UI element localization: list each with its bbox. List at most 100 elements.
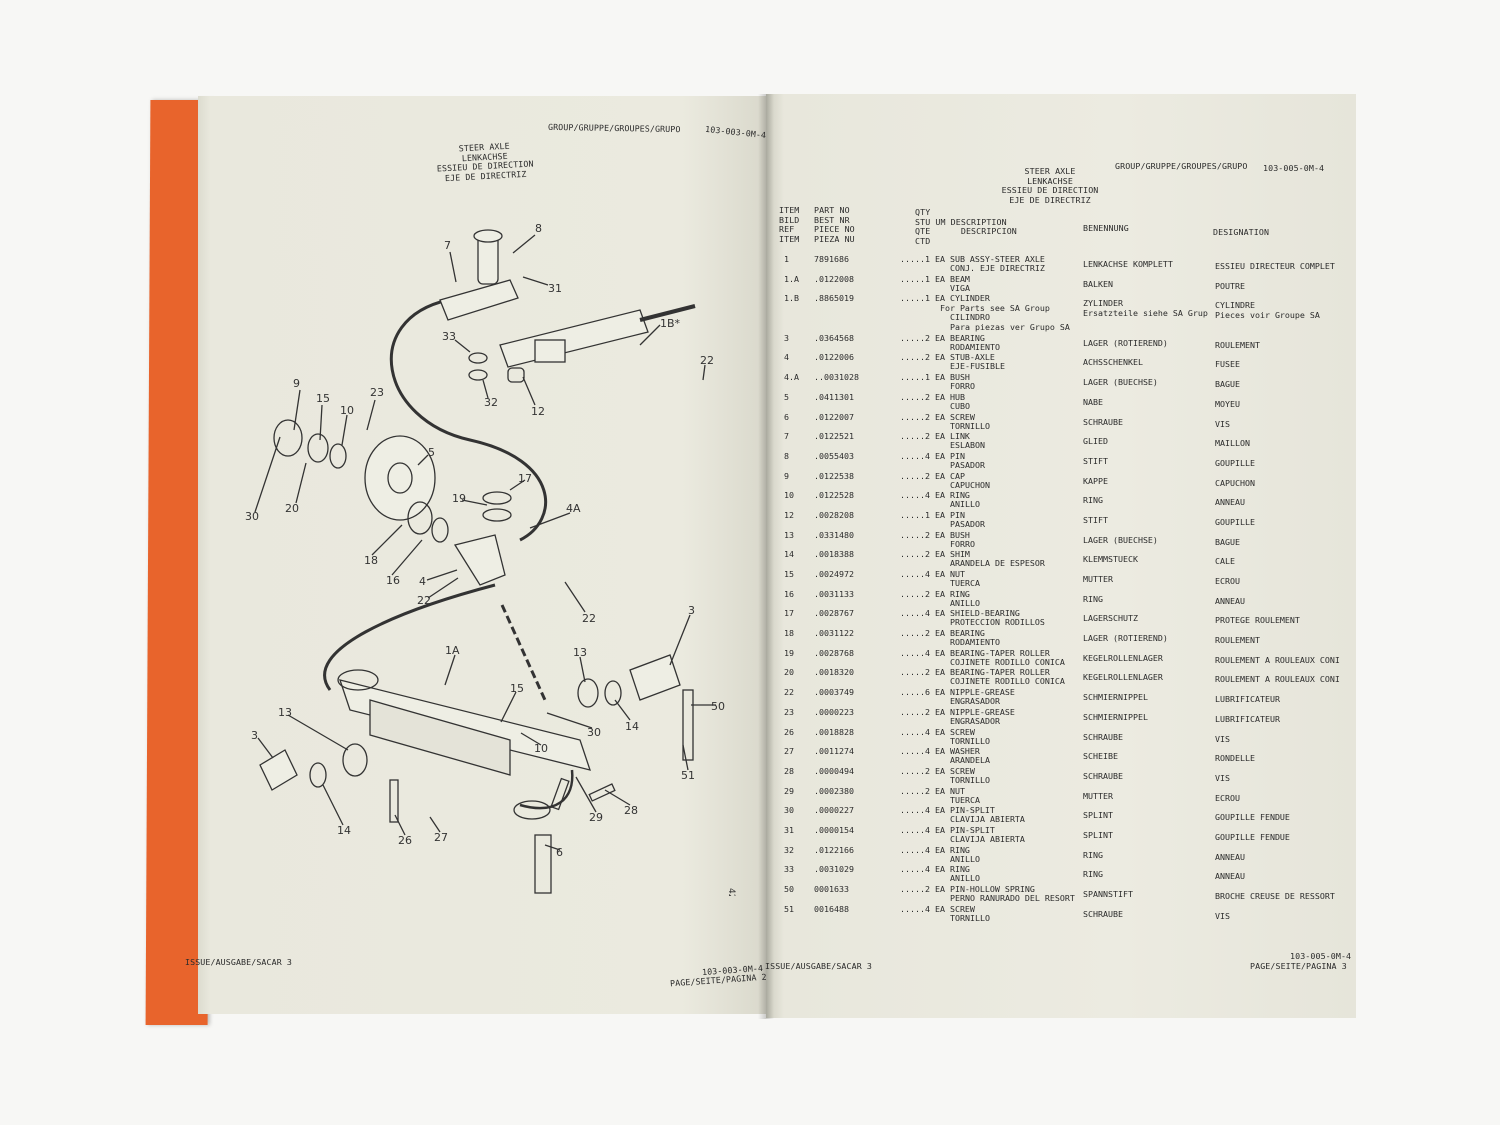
item-number: 50 bbox=[784, 884, 794, 895]
description: .....1 EA BEAM bbox=[900, 273, 970, 284]
item-number: 9 bbox=[784, 470, 789, 481]
german-description: SCHMIERNIPPEL bbox=[1083, 711, 1148, 722]
german-description: GLIED bbox=[1083, 436, 1108, 447]
french-description: ROULEMENT bbox=[1215, 339, 1260, 350]
french-description: CAPUCHON bbox=[1215, 477, 1255, 488]
description: .....4 EA PIN-SPLIT bbox=[900, 805, 995, 816]
spanish-description: CLAVIJA ABIERTA bbox=[950, 814, 1025, 825]
part-number: .0331480 bbox=[814, 529, 854, 540]
french-description: POUTRE bbox=[1215, 280, 1245, 291]
part-number: .0000223 bbox=[814, 706, 854, 717]
french-description: ROULEMENT A ROULEAUX CONI bbox=[1215, 674, 1340, 685]
callout: 13 bbox=[573, 646, 587, 659]
part-number: .0411301 bbox=[814, 391, 854, 402]
spanish-description: VIGA bbox=[950, 282, 970, 293]
french-description: CALE bbox=[1215, 556, 1235, 567]
german-description: STIFT bbox=[1083, 514, 1108, 525]
french-description: GOUPILLE FENDUE bbox=[1215, 812, 1290, 823]
french-description: FUSEE bbox=[1215, 359, 1240, 370]
callout: 1B* bbox=[660, 317, 681, 330]
french-description: VIS bbox=[1215, 772, 1230, 783]
spanish-description: TUERCA bbox=[950, 794, 980, 805]
german-description: MUTTER bbox=[1083, 790, 1113, 801]
item-number: 8 bbox=[784, 450, 789, 461]
item-number: 32 bbox=[784, 844, 794, 855]
german-description: LAGER (BUECHSE) bbox=[1083, 377, 1158, 388]
description: .....2 EA RING bbox=[900, 588, 970, 599]
assembly-path-line bbox=[390, 298, 548, 542]
french-description: GOUPILLE bbox=[1215, 516, 1255, 527]
part-number: .0024972 bbox=[814, 569, 854, 580]
german-description: RING bbox=[1083, 495, 1103, 506]
spanish-description: ANILLO bbox=[950, 853, 980, 864]
french-description: ROULEMENT A ROULEAUX CONI bbox=[1215, 654, 1340, 665]
description: .....2 EA SCREW bbox=[900, 411, 975, 422]
german-description: KEGELROLLENLAGER bbox=[1083, 672, 1163, 683]
german-description: RING bbox=[1083, 869, 1103, 880]
callout: 15 bbox=[510, 682, 524, 695]
part-number: .0055403 bbox=[814, 450, 854, 461]
part-number: .0028768 bbox=[814, 647, 854, 658]
part-number: .0122006 bbox=[814, 352, 854, 363]
item-number: 18 bbox=[784, 628, 794, 639]
title-de: LENKACHSE bbox=[1027, 175, 1073, 186]
spanish-description: CAPUCHON bbox=[950, 479, 990, 490]
callout: 16 bbox=[386, 574, 400, 587]
spanish-description: RODAMIENTO bbox=[950, 637, 1000, 648]
spanish-description: TORNILLO bbox=[950, 735, 990, 746]
callout: 50 bbox=[711, 700, 725, 713]
header-item: ITEM BILD REF ITEM bbox=[779, 205, 800, 244]
french-description: MAILLON bbox=[1215, 438, 1250, 449]
part-number: .0000227 bbox=[814, 805, 854, 816]
right-group-label: GROUP/GRUPPE/GROUPES/GRUPO bbox=[1115, 161, 1248, 171]
figure-number: 422460 bbox=[726, 888, 736, 896]
part-number: .0002380 bbox=[814, 785, 854, 796]
description: .....4 EA PIN-SPLIT bbox=[900, 824, 995, 835]
callout: 7 bbox=[444, 239, 451, 252]
spanish-description: ARANDELA bbox=[950, 755, 990, 766]
stub-axle-part bbox=[453, 534, 506, 586]
part-number: .0031133 bbox=[814, 588, 854, 599]
callout: 26 bbox=[398, 834, 412, 847]
callout: 1A bbox=[445, 644, 460, 657]
callout: 10 bbox=[534, 742, 548, 755]
hub-part bbox=[364, 435, 436, 521]
german-description: SCHRAUBE bbox=[1083, 770, 1123, 781]
french-description: BAGUE bbox=[1215, 379, 1240, 390]
spanish-description: CLAVIJA ABIERTA bbox=[950, 833, 1025, 844]
part-number: .0364568 bbox=[814, 332, 854, 343]
part-number: .0031122 bbox=[814, 628, 854, 639]
link-part bbox=[439, 279, 519, 321]
callout: 22 bbox=[700, 354, 714, 367]
spanish-description: ANILLO bbox=[950, 499, 980, 510]
german-description: SCHRAUBE bbox=[1083, 908, 1123, 919]
description: .....2 EA BEARING-TAPER ROLLER bbox=[900, 667, 1050, 678]
item-number: 33 bbox=[784, 864, 794, 875]
screw-part bbox=[389, 779, 399, 823]
german-description: SPLINT bbox=[1083, 810, 1113, 821]
item-number: 1 bbox=[784, 254, 789, 264]
description: .....1 EA BUSH bbox=[900, 372, 970, 383]
german-description: LAGER (ROTIEREND) bbox=[1083, 633, 1168, 644]
description: .....2 EA BEARING bbox=[900, 332, 985, 343]
right-group-code: 103-005-0M-4 bbox=[1263, 163, 1325, 173]
description: .....4 EA BEARING-TAPER ROLLER bbox=[900, 647, 1050, 658]
callout: 4A bbox=[566, 502, 581, 515]
callout: 9 bbox=[293, 377, 300, 390]
right-page-code: 103-005-0M-4 bbox=[1290, 951, 1352, 961]
description: .....4 EA PIN bbox=[900, 450, 965, 461]
callout: 30 bbox=[587, 726, 601, 739]
description: .....2 EA BUSH bbox=[900, 529, 970, 540]
part-number: .0122007 bbox=[814, 411, 854, 422]
